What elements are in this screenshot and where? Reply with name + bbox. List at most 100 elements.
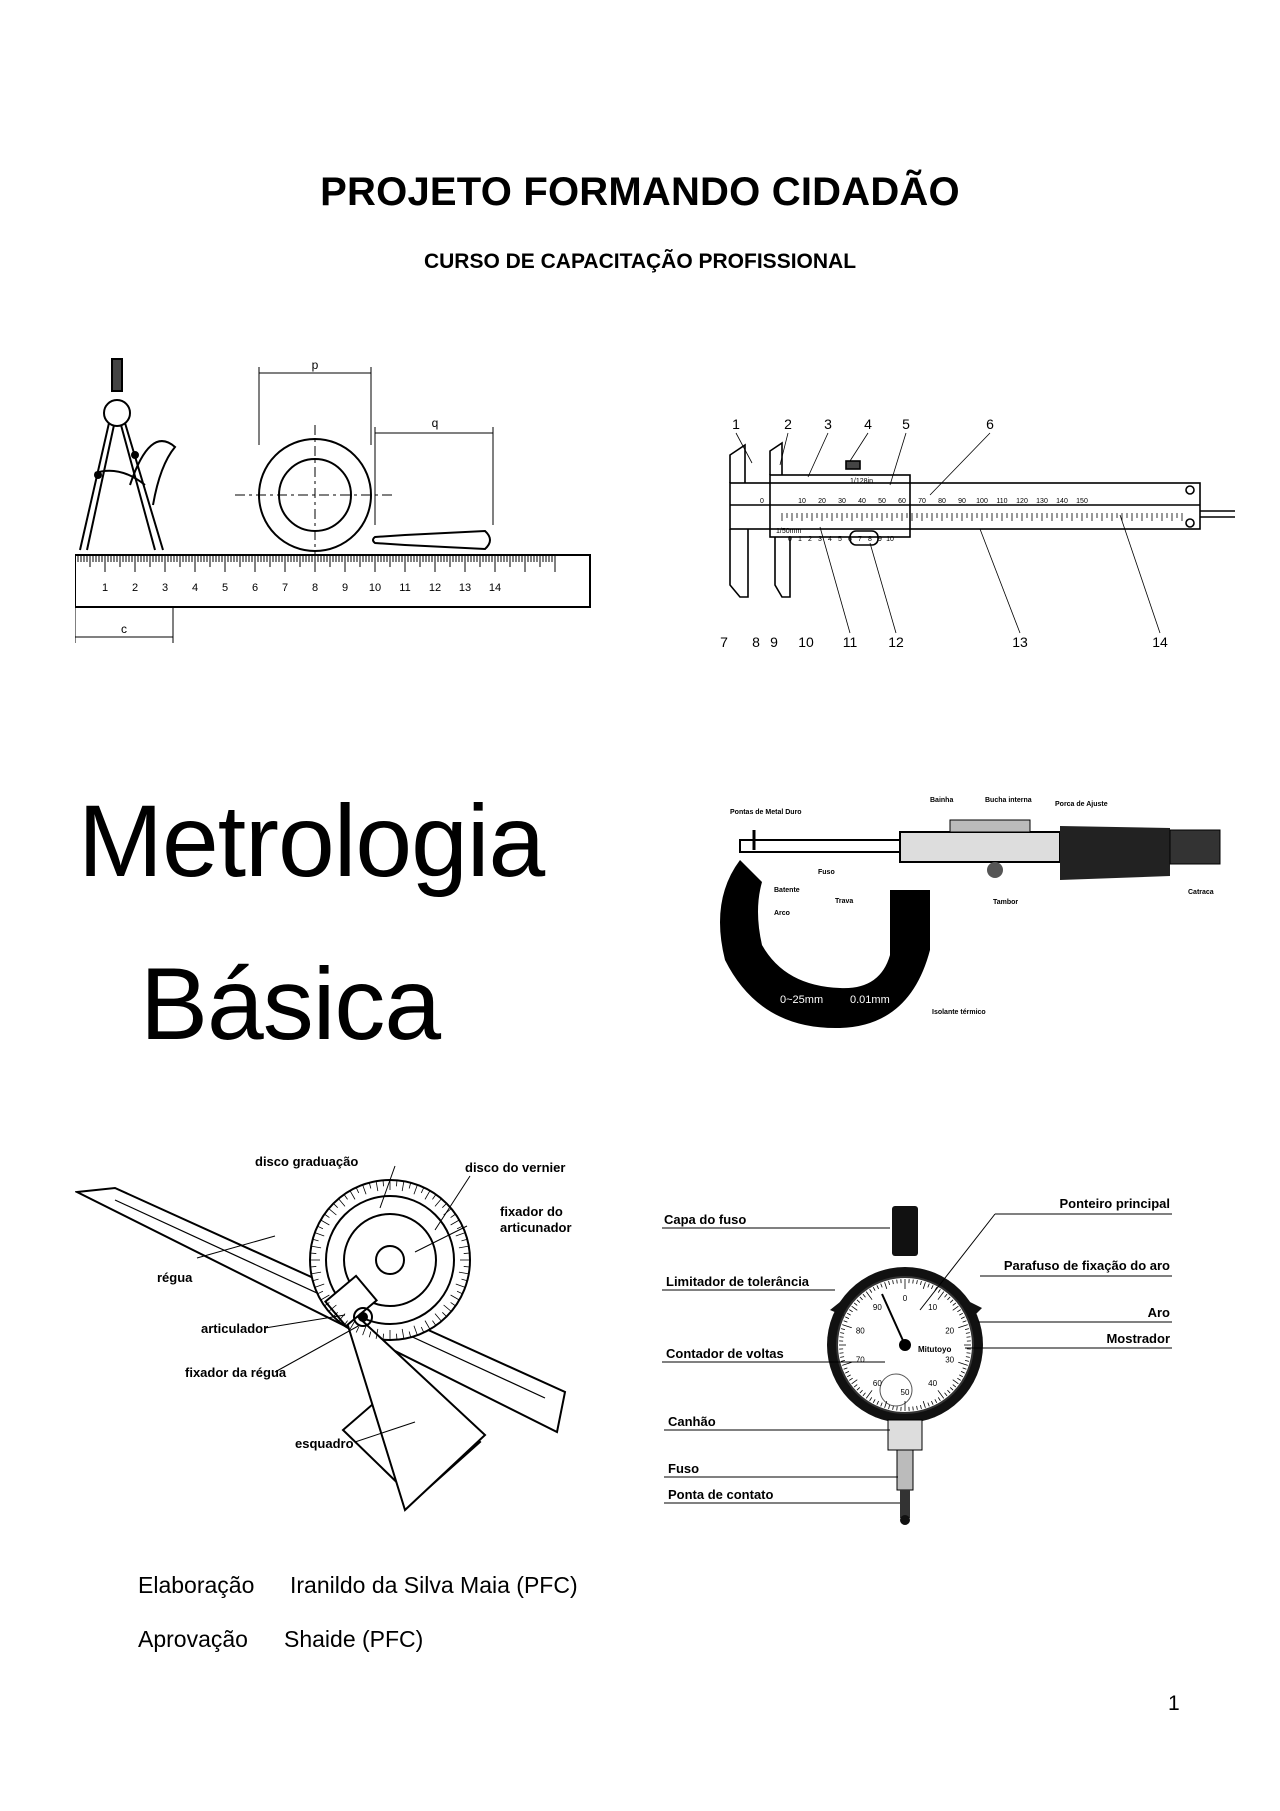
protractor-tick: [333, 1203, 338, 1208]
dial-number: 20: [945, 1326, 954, 1335]
micrometer-body: [720, 819, 1221, 1029]
micrometer-range: 0~25mm: [780, 994, 823, 1006]
dial-number: 10: [928, 1303, 937, 1312]
dial-tick: [964, 1360, 970, 1362]
protractor-tick: [434, 1198, 442, 1207]
caliper-body: [729, 441, 1235, 598]
protractor-tick: [450, 1294, 460, 1301]
dial-tick: [920, 1280, 922, 1286]
dial-tick: [865, 1291, 873, 1300]
protractor-tick: [317, 1225, 324, 1230]
dial-tick: [892, 1280, 894, 1285]
caliper-scale-label: 100: [976, 498, 988, 505]
ruler-tick-label: 7: [282, 582, 288, 594]
caliper-callout: 4: [864, 416, 872, 432]
aprovacao-value: Shaide (PFC): [284, 1626, 424, 1652]
label-parafuso: Parafuso de fixação do aro: [1004, 1258, 1170, 1273]
dial-tick: [937, 1289, 941, 1293]
label-capa-fuso: Capa do fuso: [664, 1212, 746, 1227]
dial-number: 30: [945, 1356, 954, 1365]
dial-tick: [892, 1405, 894, 1410]
protractor-body: [75, 1179, 567, 1512]
protractor-tick: [442, 1203, 447, 1208]
protractor-tick: [343, 1194, 348, 1200]
protractor-tick: [355, 1326, 360, 1333]
dial-tick: [842, 1361, 852, 1366]
dial-tick: [845, 1316, 850, 1319]
ring-drawing: [235, 367, 395, 560]
protractor-tick: [362, 1325, 367, 1336]
caliper-scale-label: 140: [1056, 498, 1068, 505]
label-batente: Batente: [774, 887, 800, 894]
label-limitador: Limitador de tolerância: [666, 1274, 810, 1289]
protractor-tick: [456, 1225, 463, 1230]
label-tambor: Tambor: [993, 899, 1018, 906]
ruler-body: [75, 554, 591, 608]
label-bucha: Bucha interna: [985, 797, 1032, 804]
dial-tick: [962, 1320, 967, 1323]
protractor-tick: [458, 1245, 469, 1249]
dial-body: [827, 1206, 983, 1525]
dial-tick: [856, 1387, 861, 1391]
dim-q-label: q: [432, 416, 439, 430]
dial-tick: [944, 1293, 948, 1298]
caliper-vernier-label: 1: [798, 536, 802, 543]
caliper-scale-label: 0: [760, 498, 764, 505]
dial-number: 60: [873, 1379, 882, 1388]
elaboracao-value: Iranildo da Silva Maia (PFC): [290, 1572, 578, 1598]
dial-tick: [851, 1379, 858, 1385]
micrometer-resolution: 0.01mm: [850, 994, 890, 1006]
protractor-leaders: [196, 1165, 471, 1443]
protractor-figure: disco graduação disco do vernier fixador…: [75, 1154, 572, 1512]
dial-tick: [958, 1324, 968, 1329]
protractor-tick: [375, 1181, 379, 1192]
protractor-ticks: [310, 1180, 470, 1340]
label-bainha: Bainha: [930, 797, 953, 804]
dial-tick: [927, 1283, 930, 1288]
dial-tick: [896, 1279, 898, 1284]
protractor-tick: [461, 1278, 468, 1282]
protractor-tick: [401, 1328, 405, 1339]
ruler-tick-label: 1: [102, 582, 108, 594]
dial-tick: [947, 1296, 951, 1301]
dial-tick: [952, 1384, 957, 1388]
label-fixador-regua: fixador da régua: [185, 1365, 287, 1380]
dial-tick: [937, 1291, 945, 1300]
protractor-tick: [320, 1219, 330, 1226]
caliper-vernier-label: 8: [868, 536, 872, 543]
caliper-vernier-label: 7: [858, 536, 862, 543]
dial-number: 40: [928, 1379, 937, 1388]
ruler-tick-label: 6: [252, 582, 258, 594]
dial-tick: [965, 1332, 970, 1334]
caliper-vernier-label: 3: [818, 536, 822, 543]
cover-title-line1: Metrologia: [78, 784, 545, 898]
micrometer-figure: 0~25mm 0.01mm Pontas de Metal Duro Bainh…: [720, 797, 1221, 1029]
protractor-tick: [355, 1187, 360, 1194]
dial-tick: [960, 1371, 965, 1374]
dial-tick: [944, 1392, 948, 1397]
protractor-tick: [424, 1190, 431, 1200]
dial-tick: [937, 1390, 945, 1399]
protractor-tick: [311, 1245, 322, 1249]
ruler-tick-label: 3: [162, 582, 168, 594]
dial-number: 90: [873, 1303, 882, 1312]
ruler-tick-label: 12: [429, 582, 441, 594]
dial-tick: [856, 1299, 861, 1303]
dial-labels: Capa do fuso Limitador de tolerância Con…: [664, 1196, 1170, 1502]
protractor-tick: [375, 1328, 379, 1339]
label-trava: Trava: [835, 898, 853, 905]
caliper-scale-label: 30: [838, 498, 846, 505]
dial-tick: [869, 1289, 873, 1293]
caliper-callout: 11: [843, 634, 858, 650]
dial-tick: [959, 1312, 964, 1316]
protractor-tick: [333, 1312, 338, 1317]
dial-tick: [966, 1352, 971, 1354]
protractor-tick: [320, 1294, 330, 1301]
protractor-tick: [443, 1304, 452, 1312]
protractor-tick: [317, 1290, 324, 1295]
dial-tick: [964, 1328, 970, 1330]
dial-tick: [872, 1286, 876, 1291]
